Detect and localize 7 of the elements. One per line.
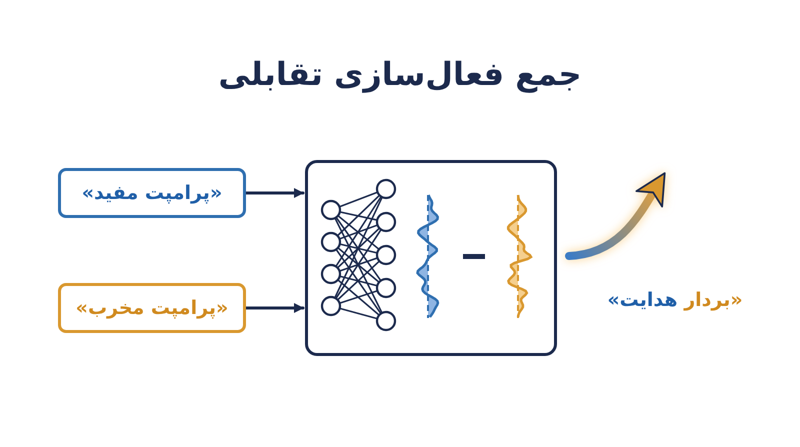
curved-arrow [565,172,666,260]
title: جمع فعال‌سازی تقابلی [217,54,583,95]
prompt-box: «پرامپت مفید» [58,168,246,218]
arrow [244,188,304,198]
prompt-box: «پرامپت مخرب» [58,283,246,333]
steering-vector-label: «بردار هدایت» [606,288,744,313]
arrow [244,303,304,313]
